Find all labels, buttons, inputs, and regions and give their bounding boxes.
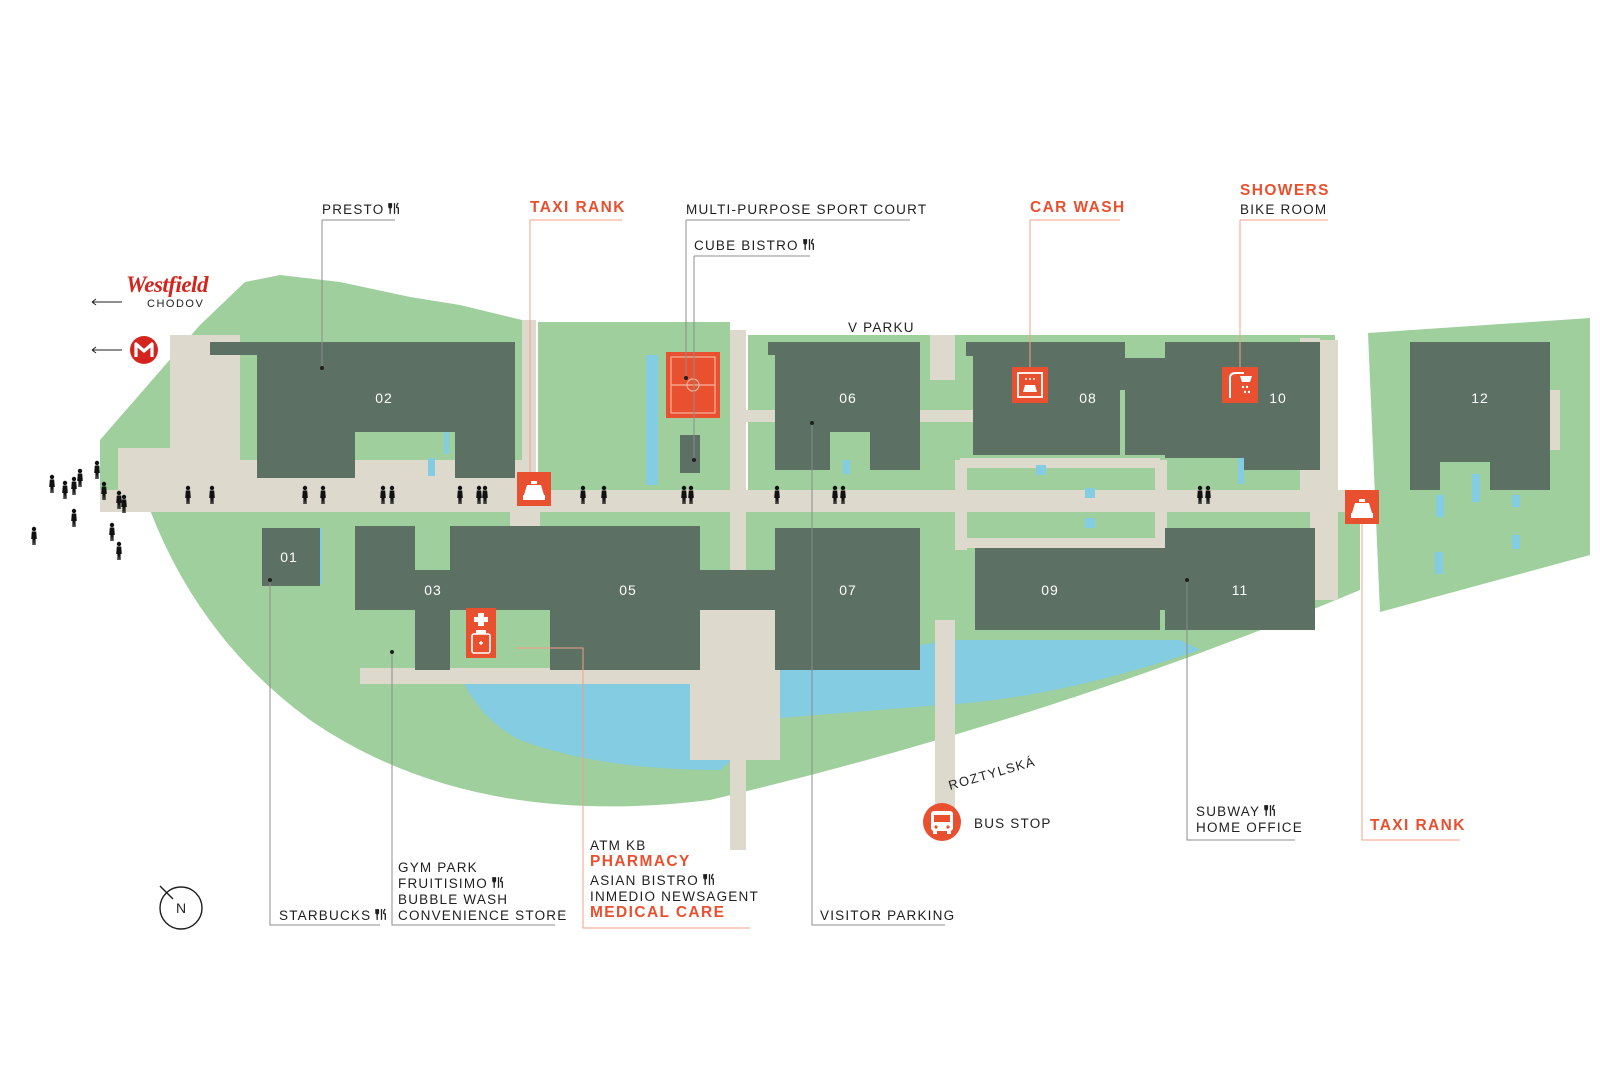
car-wash-icon (1012, 367, 1048, 403)
label-fruitisimo[interactable]: FRUITISIMO (398, 876, 505, 892)
label-asian-bistro-text: ASIAN BISTRO (590, 873, 699, 888)
label-fruitisimo-text: FRUITISIMO (398, 876, 488, 891)
building-02[interactable]: 02 (375, 390, 393, 406)
restaurant-icon (388, 202, 400, 214)
leader-dots (268, 366, 1189, 654)
building-10[interactable]: 10 (1269, 390, 1287, 406)
compass-icon (159, 885, 203, 930)
label-car-wash[interactable]: CAR WASH (1030, 199, 1126, 216)
metro-icon (130, 336, 158, 364)
label-convenience-store[interactable]: CONVENIENCE STORE (398, 908, 568, 923)
building-09[interactable]: 09 (1041, 582, 1059, 598)
bus-icon (923, 803, 961, 841)
label-cube-bistro[interactable]: CUBE BISTRO (694, 238, 816, 254)
label-atm-kb[interactable]: ATM KB (590, 838, 647, 853)
restaurant-icon (802, 238, 814, 250)
building-01[interactable]: 01 (280, 549, 298, 565)
label-bubble-wash[interactable]: BUBBLE WASH (398, 892, 509, 907)
restaurant-icon (492, 876, 503, 888)
label-taxi-rank-top[interactable]: TAXI RANK (530, 199, 626, 216)
building-03[interactable]: 03 (424, 582, 442, 598)
sport-court (666, 352, 720, 418)
leader-lines (269, 219, 1460, 929)
taxi-icon (1345, 490, 1379, 524)
label-showers[interactable]: SHOWERS (1240, 182, 1330, 199)
label-home-office[interactable]: HOME OFFICE (1196, 820, 1303, 835)
street-v-parku: V PARKU (848, 320, 915, 335)
building-07[interactable]: 07 (839, 582, 857, 598)
label-asian-bistro[interactable]: ASIAN BISTRO (590, 873, 716, 889)
label-visitor-parking[interactable]: VISITOR PARKING (820, 908, 956, 923)
label-presto-text: PRESTO (322, 202, 385, 217)
label-starbucks-text: STARBUCKS (279, 908, 372, 923)
label-presto[interactable]: PRESTO (322, 202, 401, 218)
restaurant-icon (1264, 804, 1276, 816)
street-roztylska: ROZTYLSKÁ (947, 754, 1038, 793)
label-sport-court[interactable]: MULTI-PURPOSE SPORT COURT (686, 202, 928, 217)
building-12[interactable]: 12 (1471, 390, 1489, 406)
label-subway-text: SUBWAY (1196, 804, 1261, 819)
label-bus-stop[interactable]: BUS STOP (974, 816, 1052, 831)
building-06[interactable]: 06 (839, 390, 857, 406)
restaurant-icon (375, 908, 387, 920)
label-pharmacy[interactable]: PHARMACY (590, 853, 691, 870)
pharmacy-icon (466, 608, 496, 658)
compass-north-label: N (176, 900, 187, 916)
label-taxi-rank-right[interactable]: TAXI RANK (1370, 817, 1466, 834)
arrows (91, 298, 122, 354)
westfield-subtitle: CHODOV (147, 298, 205, 310)
label-bike-room[interactable]: BIKE ROOM (1240, 202, 1328, 217)
westfield-logo[interactable]: Westfield (126, 272, 208, 297)
building-08[interactable]: 08 (1079, 390, 1097, 406)
label-starbucks[interactable]: STARBUCKS (279, 908, 388, 924)
restaurant-icon (703, 873, 714, 885)
label-gym-park[interactable]: GYM PARK (398, 860, 478, 875)
shower-icon (1222, 367, 1258, 403)
building-05[interactable]: 05 (619, 582, 637, 598)
label-inmedio[interactable]: INMEDIO NEWSAGENT (590, 889, 759, 904)
label-cube-bistro-text: CUBE BISTRO (694, 238, 799, 253)
building-11[interactable]: 11 (1231, 582, 1249, 598)
label-medical-care[interactable]: MEDICAL CARE (590, 904, 726, 921)
taxi-icon (517, 472, 551, 506)
skylights (428, 432, 1520, 695)
label-subway[interactable]: SUBWAY (1196, 804, 1277, 820)
